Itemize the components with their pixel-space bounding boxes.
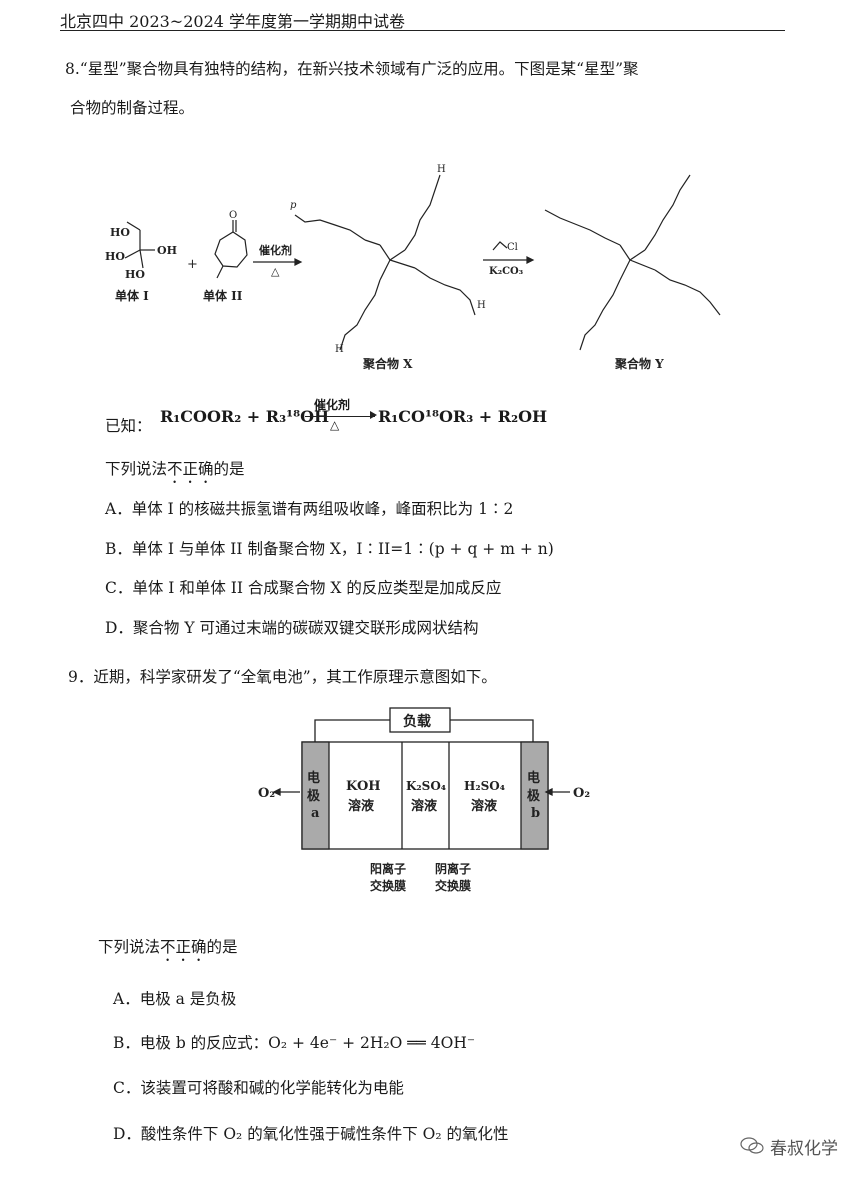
electrode-a-char3: a bbox=[311, 806, 320, 821]
known-arrow-head bbox=[370, 411, 377, 419]
membrane2-line2: 交换膜 bbox=[435, 878, 471, 893]
q9-option-a: A．电极 a 是负极 bbox=[113, 990, 237, 1008]
electrode-a bbox=[301, 741, 330, 850]
x-end-h-right: H bbox=[477, 300, 486, 311]
monomer2-structure: O bbox=[214, 210, 248, 279]
header-rule bbox=[60, 30, 785, 31]
q8-option-c: C．单体 I 和单体 II 合成聚合物 X 的反应类型是加成反应 bbox=[105, 579, 502, 597]
arrow1-catalyst: 催化剂 bbox=[259, 243, 292, 257]
monomer2-label: 单体 II bbox=[203, 288, 243, 303]
electrode-b-char1: 电 bbox=[527, 770, 540, 786]
q9-option-b: B．电极 b 的反应式：O₂ + 4e⁻ + 2H₂O ══ 4OH⁻ bbox=[113, 1034, 476, 1052]
arrow2-reagent-cl: Cl bbox=[507, 242, 518, 253]
monomer1-structure: HO HO OH HO bbox=[105, 221, 177, 281]
q8-reaction-scheme: HO HO OH HO 单体 I + O 单体 II 催化剂 △ p H H H… bbox=[105, 164, 721, 371]
electrode-b bbox=[520, 741, 549, 850]
monomer1-oh-4: HO bbox=[125, 268, 145, 281]
known-condition-bottom: △ bbox=[330, 418, 340, 432]
h2so4-label: H₂SO₄ bbox=[464, 779, 505, 793]
q9-prompt-emphasis: 不正确 bbox=[160, 938, 207, 956]
wechat-icon bbox=[740, 1137, 764, 1160]
membrane1-line2: 交换膜 bbox=[370, 878, 406, 893]
electrode-b-char3: b bbox=[531, 806, 540, 821]
q8-prompt: 下列说法不正确的是 bbox=[105, 460, 245, 478]
x-end-p: p bbox=[290, 200, 297, 211]
arrow2-reagent-k2co3: K₂CO₃ bbox=[489, 266, 523, 277]
q9-stem: 9．近期，科学家研发了“全氧电池”，其工作原理示意图如下。 bbox=[68, 668, 497, 686]
watermark: 春叔化学 bbox=[740, 1134, 838, 1161]
known-arrow-line bbox=[305, 416, 375, 417]
q8-option-b: B．单体 I 与单体 II 制备聚合物 X，I∶II=1∶(p + q + m … bbox=[105, 540, 554, 558]
q9-option-c: C．该装置可将酸和碱的化学能转化为电能 bbox=[113, 1079, 404, 1097]
k2so4-solution: 溶液 bbox=[411, 798, 437, 814]
monomer1-oh-3: OH bbox=[157, 244, 177, 257]
known-equation-left: R₁COOR₂ + R₃¹⁸OH bbox=[160, 407, 330, 426]
q9-battery-diagram: 负载 电 极 a 电 极 b KOH 溶液 K₂SO₄ 溶液 H₂SO₄ 溶液 … bbox=[258, 707, 590, 893]
polymer-x-label: 聚合物 X bbox=[362, 356, 413, 371]
polymer-y-label: 聚合物 Y bbox=[614, 356, 664, 371]
scheme-plus: + bbox=[187, 257, 198, 272]
monomer1-oh-1: HO bbox=[110, 226, 130, 239]
q8-prompt-emphasis: 不正确 bbox=[167, 460, 214, 478]
known-equation-right: R₁CO¹⁸OR₃ + R₂OH bbox=[378, 407, 548, 426]
o2-right-label: O₂ bbox=[573, 786, 590, 801]
q8-option-d: D．聚合物 Y 可通过末端的碳碳双键交联形成网状结构 bbox=[105, 619, 479, 637]
membrane1-line1: 阳离子 bbox=[370, 861, 406, 876]
arrow1-heat: △ bbox=[271, 265, 280, 278]
q8-option-a: A．单体 I 的核磁共振氢谱有两组吸收峰，峰面积比为 1∶2 bbox=[105, 500, 514, 518]
q8-stem-line2: 合物的制备过程。 bbox=[70, 99, 195, 117]
q8-stem-line1: 8.“星型”聚合物具有独特的结构，在新兴技术领域有广泛的应用。下图是某“星型”聚 bbox=[65, 60, 639, 78]
q9-prompt: 下列说法不正确的是 bbox=[98, 938, 238, 956]
electrode-a-char2: 极 bbox=[307, 788, 321, 804]
known-prefix: 已知： bbox=[105, 417, 152, 435]
load-label: 负载 bbox=[403, 713, 431, 730]
watermark-text: 春叔化学 bbox=[770, 1138, 838, 1159]
koh-label: KOH bbox=[346, 779, 381, 794]
electrode-b-char2: 极 bbox=[527, 788, 541, 804]
known-condition-top: 催化剂 bbox=[314, 398, 351, 412]
q9-option-d: D．酸性条件下 O₂ 的氧化性强于碱性条件下 O₂ 的氧化性 bbox=[113, 1125, 509, 1143]
polymer-y-structure bbox=[544, 174, 721, 351]
electrode-a-char1: 电 bbox=[307, 770, 320, 786]
o2-left-label: O₂ bbox=[258, 786, 275, 801]
x-end-h-top: H bbox=[437, 164, 446, 175]
membrane2-line1: 阴离子 bbox=[435, 861, 471, 876]
polymer-x-structure: p H H H bbox=[290, 164, 486, 355]
monomer1-label: 单体 I bbox=[115, 288, 149, 303]
exam-header: 北京四中 2023~2024 学年度第一学期期中试卷 bbox=[60, 12, 406, 31]
monomer2-o-carbonyl: O bbox=[229, 210, 237, 221]
h2so4-solution: 溶液 bbox=[471, 798, 497, 814]
koh-solution: 溶液 bbox=[348, 798, 374, 814]
x-end-h-bottom: H bbox=[335, 344, 344, 355]
monomer1-oh-2: HO bbox=[105, 250, 125, 263]
k2so4-label: K₂SO₄ bbox=[406, 779, 446, 793]
